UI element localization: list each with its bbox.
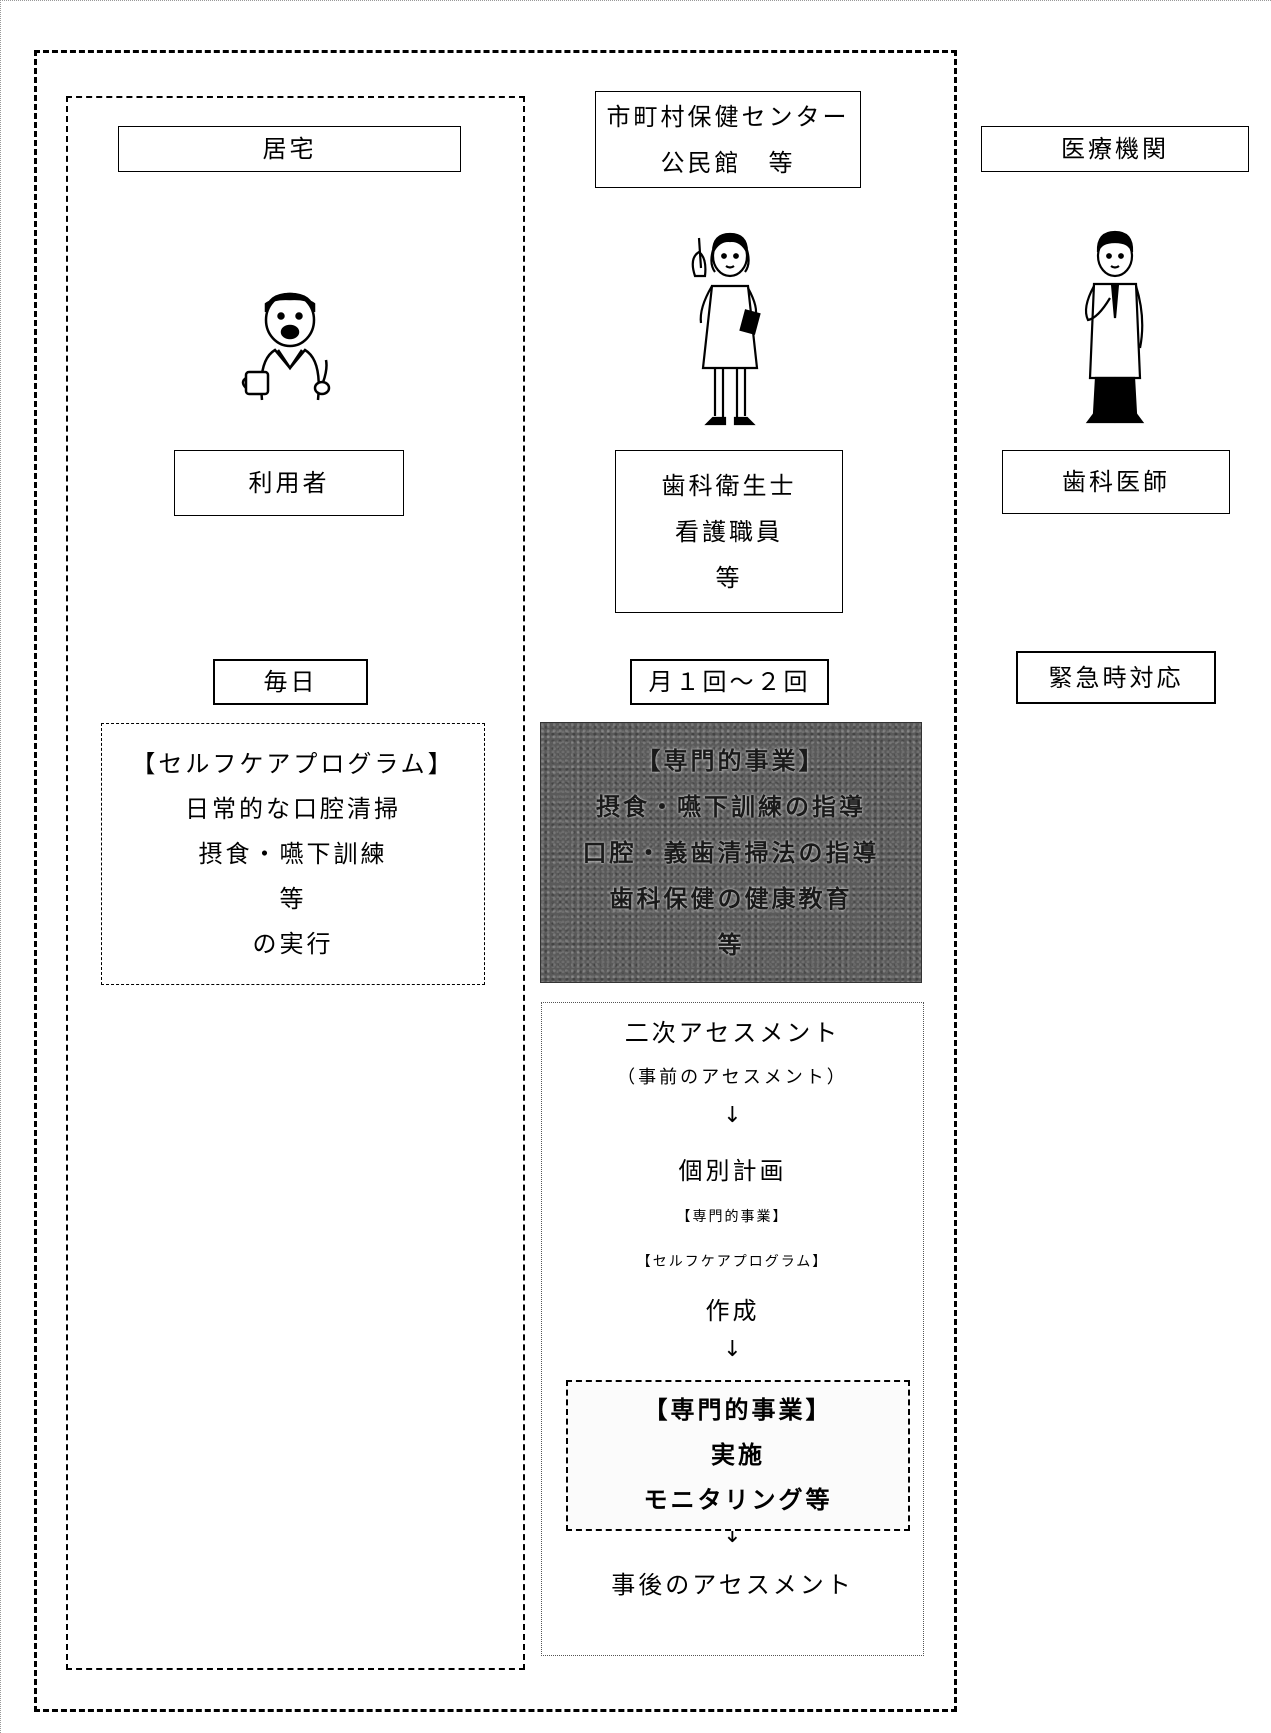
dentist-icon	[1084, 230, 1145, 424]
home-header-box: 居宅	[118, 126, 461, 172]
professional-program-title: 【専門的事業】	[636, 746, 826, 775]
medical-header-box: 医療機関	[981, 126, 1249, 172]
center-staff-3: 等	[715, 563, 743, 592]
dental-hygienist-icon	[691, 232, 761, 426]
self-care-line-1: 日常的な口腔清掃	[185, 794, 401, 823]
center-staff-1: 歯科衛生士	[661, 471, 797, 500]
implementation-line-1: 実施	[711, 1441, 765, 1469]
center-staff-box: 歯科衛生士 看護職員 等	[615, 450, 843, 613]
user-label-box: 利用者	[174, 450, 404, 516]
professional-line-1: 摂食・嚥下訓練の指導	[596, 792, 866, 821]
page-border-left	[0, 0, 10, 1733]
home-frequency-box: 毎日	[213, 659, 368, 705]
medical-staff: 歯科医師	[1062, 468, 1170, 496]
user-label: 利用者	[248, 469, 330, 497]
flow-plan-create: 作成	[705, 1297, 760, 1325]
professional-line-4: 等	[717, 930, 745, 959]
assessment-flow-box: 二次アセスメント （事前のアセスメント） ↓ 個別計画 【専門的事業】 【セルフ…	[541, 1002, 924, 1656]
implementation-title: 【専門的事業】	[643, 1396, 833, 1424]
professional-line-3: 歯科保健の健康教育	[609, 884, 853, 913]
outer-service-frame	[34, 50, 957, 1712]
flow-plan-self-care: 【セルフケアプログラム】	[636, 1254, 829, 1270]
page-border-top	[0, 0, 1271, 10]
flow-pre-assessment: （事前のアセスメント）	[617, 1067, 848, 1088]
flow-plan-professional: 【専門的事業】	[676, 1209, 789, 1225]
center-header-line-2: 公民館 等	[660, 148, 796, 177]
center-frequency: 月１回～２回	[648, 668, 811, 696]
center-header-box: 市町村保健センター 公民館 等	[595, 91, 861, 188]
center-header-line-1: 市町村保健センター	[606, 102, 850, 131]
professional-line-2: 口腔・義歯清掃法の指導	[582, 838, 880, 867]
self-care-line-2: 摂食・嚥下訓練	[198, 839, 388, 868]
center-staff-2: 看護職員	[675, 517, 783, 546]
home-frequency: 毎日	[263, 668, 318, 696]
flow-individual-plan: 個別計画	[678, 1157, 787, 1185]
flow-arrow-1: ↓	[723, 1103, 742, 1128]
self-care-program-title: 【セルフケアプログラム】	[131, 749, 455, 778]
self-care-program-box: 【セルフケアプログラム】 日常的な口腔清掃 摂食・嚥下訓練 等 の実行	[101, 723, 485, 985]
emergency-response: 緊急時対応	[1048, 663, 1184, 692]
medical-header: 医療機関	[1061, 135, 1169, 163]
home-header: 居宅	[262, 135, 317, 163]
home-column-frame	[66, 96, 525, 1670]
center-frequency-box: 月１回～２回	[630, 659, 829, 705]
self-care-line-3: 等	[279, 884, 307, 913]
medical-staff-box: 歯科医師	[1002, 450, 1230, 514]
professional-program-box: 【専門的事業】 摂食・嚥下訓練の指導 口腔・義歯清掃法の指導 歯科保健の健康教育…	[540, 722, 922, 983]
flow-post-assessment: 事後のアセスメント	[611, 1571, 854, 1599]
flow-secondary-assessment: 二次アセスメント	[624, 1019, 841, 1047]
emergency-response-box: 緊急時対応	[1016, 651, 1216, 704]
flow-arrow-2: ↓	[723, 1337, 742, 1362]
user-person-icon	[241, 292, 331, 401]
implementation-line-2: モニタリング等	[643, 1486, 833, 1514]
self-care-line-4: の実行	[252, 929, 334, 958]
implementation-box: 【専門的事業】 実施 モニタリング等	[566, 1380, 910, 1531]
